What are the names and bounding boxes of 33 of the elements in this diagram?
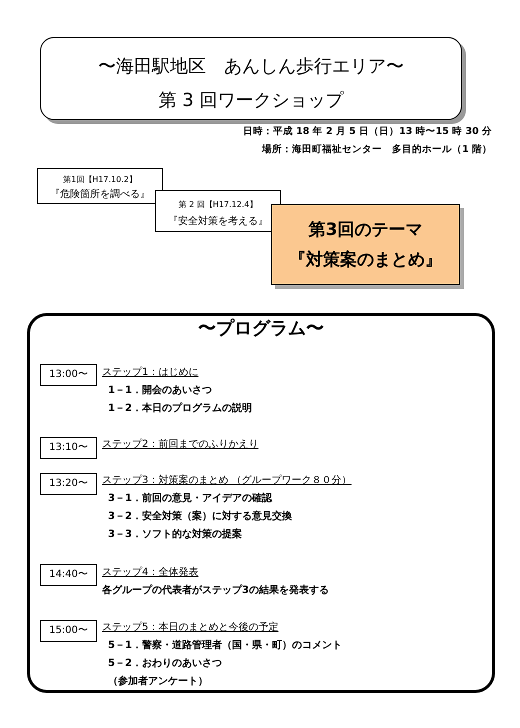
step-heading: ステップ5：本日のまとめと今後の予定: [102, 620, 278, 635]
program-panel: [27, 313, 495, 693]
subtitle: 第 3 回ワークショップ: [158, 89, 345, 113]
step-heading: ステップ3：対策案のまとめ （グループワーク８０分）: [102, 474, 352, 488]
note-heading: 第 2 回【H17.12.4】: [178, 199, 258, 211]
note-text: 『対策案のまとめ』: [288, 249, 443, 272]
session-note: [155, 190, 281, 232]
step-heading: ステップ4：全体発表: [102, 566, 198, 580]
agenda-item: 各グループの代表者がステップ3の結果を発表する: [102, 583, 330, 598]
agenda-item: 3－2．安全対策（案）に対する意見交換: [108, 509, 293, 524]
agenda-item: 3－1．前回の意見・アイデアの確認: [108, 492, 274, 506]
time-box: 13:00〜: [40, 364, 97, 386]
main-title: 〜海田駅地区 あんしん歩行エリア〜: [97, 55, 405, 79]
session-note: [37, 168, 163, 204]
time-box: 15:00〜: [40, 620, 97, 642]
step-heading: ステップ1：はじめに: [102, 366, 198, 380]
agenda-item: 1－2．本日のプログラムの説明: [108, 401, 253, 416]
program-heading: 〜プログラム〜: [198, 317, 324, 341]
event-info: 場所：海田町福祉センター 多目的ホール（1 階）: [262, 143, 492, 157]
agenda-item: 5－1．警察・道路管理者（国・県・町）のコメント: [108, 638, 343, 653]
note-text: 『安全対策を考える』: [167, 214, 269, 229]
time-box: 14:40〜: [40, 564, 97, 586]
event-info: 日時：平成 18 年 2 月 5 日（日）13 時〜15 時 30 分: [242, 125, 492, 139]
note-text: 『危険箇所を調べる』: [49, 188, 151, 202]
agenda-item: 5－2．おわりのあいさつ: [108, 657, 223, 671]
step-heading: ステップ2：前回までのふりかえり: [102, 438, 258, 452]
time-box: 13:20〜: [40, 473, 97, 495]
time-box: 13:10〜: [40, 437, 97, 459]
agenda-item: 1－1．開会のあいさつ: [108, 384, 213, 398]
agenda-item: 3－3．ソフト的な対策の提案: [108, 527, 243, 542]
agenda-item: （参加者アンケート）: [108, 674, 209, 689]
note-heading: 第1回【H17.10.2】: [62, 174, 138, 186]
note-heading: 第3回のテーマ: [308, 219, 424, 242]
